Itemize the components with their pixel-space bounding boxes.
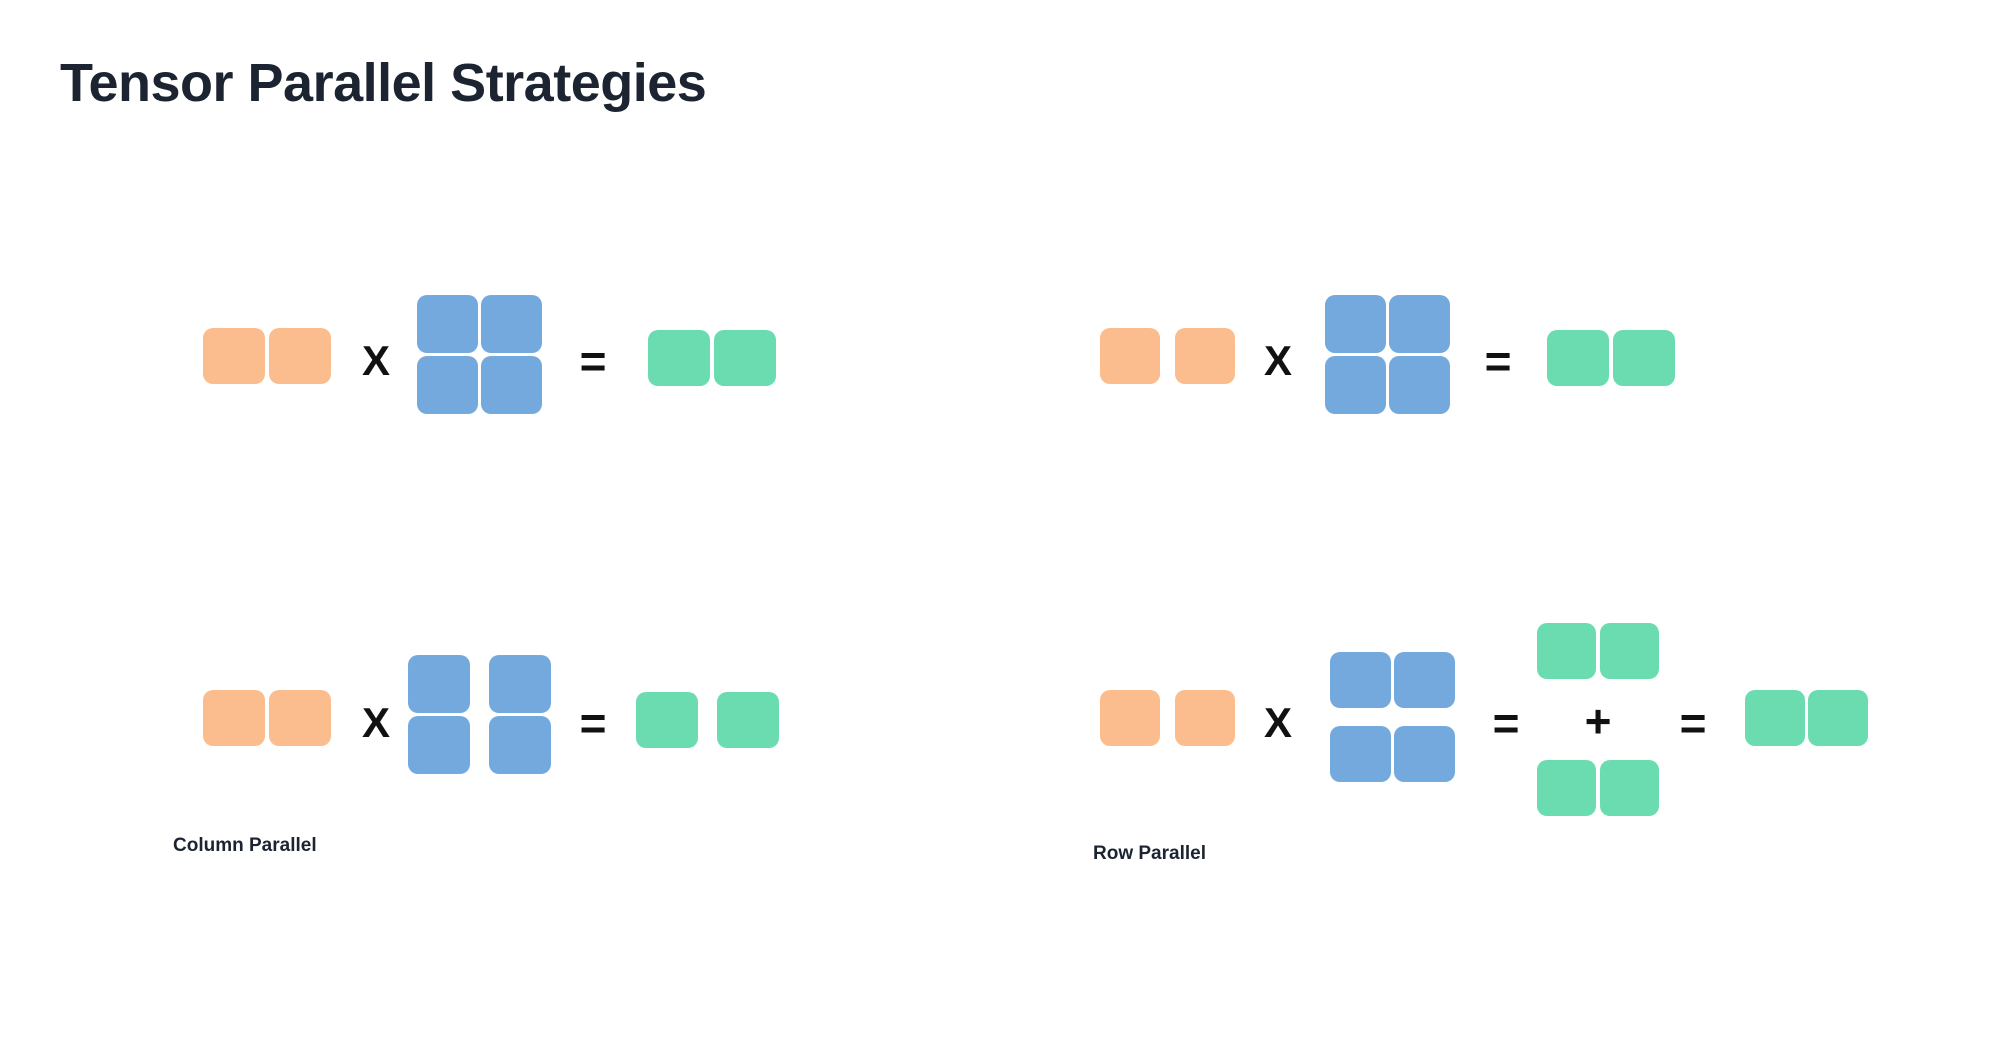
matrix-tile [1175, 328, 1235, 384]
row-parallel-caption: Row Parallel [1093, 843, 1206, 864]
matrix-tile [203, 328, 265, 384]
matrix-tile [1100, 328, 1160, 384]
matrix-tile [269, 328, 331, 384]
plus-operator: + [1584, 695, 1612, 747]
matrix-tile [1100, 690, 1160, 746]
equals-operator: = [1484, 335, 1512, 387]
matrix-tile [203, 690, 265, 746]
matrix-tile [636, 692, 698, 748]
matrix-tile [1537, 760, 1596, 816]
equals-operator: = [579, 697, 607, 749]
column-parallel-caption: Column Parallel [173, 835, 317, 856]
matrix-tile [714, 330, 776, 386]
matrix-tile [1330, 652, 1391, 708]
matrix-tile [1394, 652, 1455, 708]
matrix-tile [1537, 623, 1596, 679]
matrix-tile [408, 655, 470, 713]
matrix-tile [1613, 330, 1675, 386]
multiply-operator: X [361, 699, 390, 746]
matrix-tile [1808, 690, 1868, 746]
multiply-operator: X [361, 337, 390, 384]
matrix-tile [489, 655, 551, 713]
matrix-tile [1600, 623, 1659, 679]
equals-operator: = [1492, 697, 1520, 749]
matrix-tile [1745, 690, 1805, 746]
matrix-tile [417, 356, 478, 414]
matrix-tile [1394, 726, 1455, 782]
matrix-tile [1547, 330, 1609, 386]
matrix-tile [1175, 690, 1235, 746]
equals-operator: = [579, 335, 607, 387]
page-title: Tensor Parallel Strategies [60, 53, 707, 113]
matrix-tile [1325, 295, 1386, 353]
matrix-tile [481, 356, 542, 414]
matrix-tile [269, 690, 331, 746]
multiply-operator: X [1263, 337, 1292, 384]
matrix-tile [481, 295, 542, 353]
matrix-tile [717, 692, 779, 748]
matrix-tile [1389, 356, 1450, 414]
multiply-operator: X [1263, 699, 1292, 746]
matrix-tile [1600, 760, 1659, 816]
matrix-tile [1330, 726, 1391, 782]
matrix-tile [489, 716, 551, 774]
matrix-tile [648, 330, 710, 386]
matrix-tile [408, 716, 470, 774]
matrix-tile [1389, 295, 1450, 353]
equals-operator: = [1679, 697, 1707, 749]
matrix-tile [417, 295, 478, 353]
matrix-tile [1325, 356, 1386, 414]
